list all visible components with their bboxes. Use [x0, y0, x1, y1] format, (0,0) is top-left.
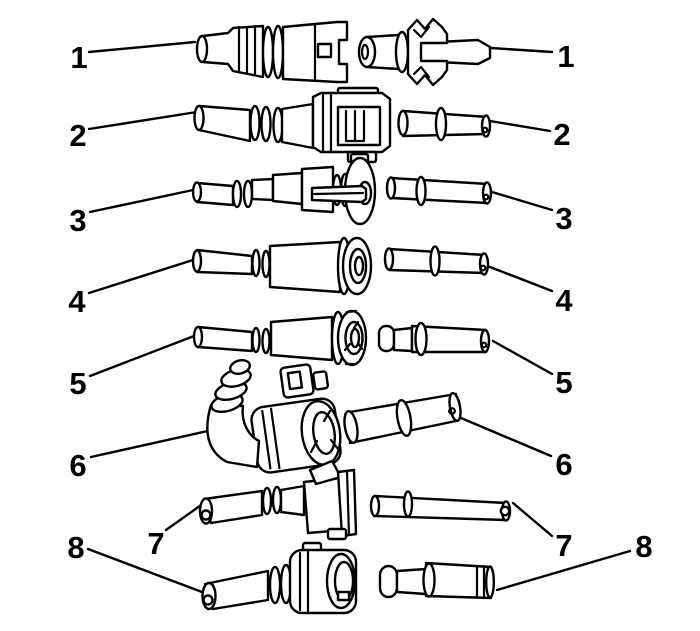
row2-left-callout: 2	[69, 118, 86, 153]
row7-female-fitting-drawing	[198, 459, 358, 541]
row2-left-leader-line	[87, 110, 199, 131]
row3-left-callout: 3	[69, 203, 86, 238]
row1-right-callout: 1	[557, 39, 574, 74]
row-3-group: 3 3	[69, 152, 573, 238]
row3-right-leader-line	[490, 190, 554, 212]
row5-left-callout: 5	[69, 366, 86, 401]
row4-right-leader-line	[488, 265, 554, 293]
row7-left-leader-line	[164, 501, 206, 532]
row2-female-fitting-drawing	[193, 86, 392, 164]
row1-left-callout: 1	[70, 40, 87, 75]
row-8-group: 8 8	[67, 529, 653, 615]
row-2-group: 2 2	[69, 86, 571, 164]
row1-left-leader-line	[87, 40, 197, 54]
row5-right-callout: 5	[555, 365, 572, 400]
row6-right-callout: 6	[555, 447, 572, 482]
row5-female-fitting-drawing	[192, 309, 368, 367]
row8-right-leader-line	[495, 549, 632, 592]
row3-right-callout: 3	[555, 201, 572, 236]
row2-right-callout: 2	[553, 117, 570, 152]
row5-right-leader-line	[491, 339, 554, 376]
row1-right-leader-line	[489, 46, 554, 54]
row7-right-callout: 7	[555, 528, 572, 563]
row8-left-callout: 8	[67, 530, 84, 565]
row2-right-leader-line	[488, 119, 552, 133]
row3-female-fitting-drawing	[191, 152, 377, 226]
row1-male-tube-drawing	[357, 17, 492, 87]
row7-male-tube-drawing	[369, 490, 512, 522]
row4-right-callout: 4	[555, 283, 573, 318]
row8-male-tube-drawing	[378, 561, 496, 600]
row1-female-fitting-drawing	[195, 20, 349, 84]
row8-right-callout: 8	[635, 529, 652, 564]
row-1-group: 1 1	[70, 17, 575, 87]
row3-left-leader-line	[88, 188, 195, 214]
row3-male-tube-drawing	[385, 175, 493, 207]
row2-male-tube-drawing	[397, 106, 492, 142]
row4-female-fitting-drawing	[191, 236, 373, 296]
row4-left-callout: 4	[68, 284, 86, 319]
row6-right-leader-line	[459, 416, 553, 458]
row4-male-tube-drawing	[383, 245, 490, 277]
row6-left-callout: 6	[69, 448, 86, 483]
row8-left-leader-line	[86, 547, 204, 594]
row8-female-fitting-drawing	[201, 541, 358, 615]
row7-right-leader-line	[511, 501, 554, 538]
row-4-group: 4 4	[68, 236, 573, 319]
row-7-group: 7 7	[147, 459, 573, 563]
row4-left-leader-line	[87, 258, 195, 295]
row6-female-fitting-drawing	[206, 359, 342, 474]
row7-left-callout: 7	[147, 526, 164, 561]
row6-male-tube-drawing	[343, 391, 462, 445]
row-5-group: 5 5	[69, 309, 573, 401]
row5-left-leader-line	[88, 334, 196, 378]
row5-male-tube-drawing	[377, 321, 491, 357]
row-6-group: 6 6	[69, 359, 573, 483]
